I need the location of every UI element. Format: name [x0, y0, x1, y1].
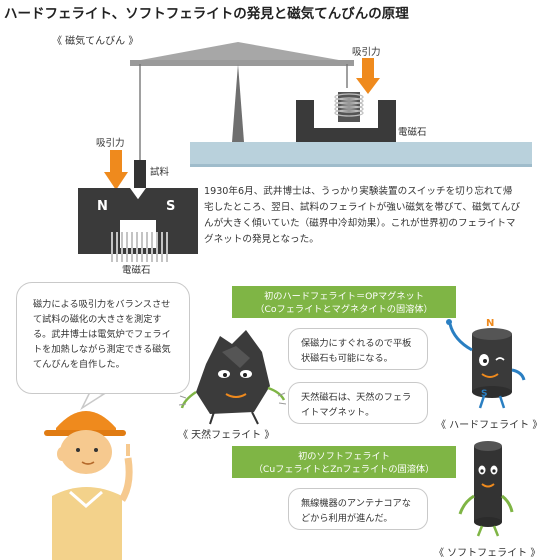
table-edge	[190, 164, 532, 167]
hard-ferrite-n-mark: N	[486, 318, 495, 329]
soft-ferrite-note-text: 無線機器のアンテナコアなどから利用が進んだ。	[301, 498, 411, 524]
natural-ferrite-caption: 《 天然フェライト 》	[178, 430, 275, 441]
natural-magnet-note: 天然磁石は、天然のフェライトマグネット。	[288, 382, 428, 424]
hard-ferrite-note-coercivity: 保磁力にすぐれるので平板状磁石も可能になる。	[288, 328, 428, 370]
soft-ferrite-banner: 初のソフトフェライト （CuフェライトとZnフェライトの固溶体）	[232, 446, 456, 478]
balance-pillar	[232, 64, 244, 142]
balance-beam	[130, 42, 350, 62]
sample-block	[134, 160, 146, 188]
natural-magnet-note-text: 天然磁石は、天然のフェライトマグネット。	[301, 392, 412, 418]
natural-ferrite-character	[178, 330, 287, 425]
right-attraction-label: 吸引力	[352, 47, 381, 58]
hard-ferrite-note-coercivity-text: 保磁力にすぐれるので平板状磁石も可能になる。	[301, 338, 412, 364]
speech-bubble: 磁力による吸引力をバランスさせて試料の磁化の大きさを測定する。武井博士は電気炉で…	[16, 282, 190, 394]
hard-ferrite-banner-line1: 初のハードフェライト＝OPマグネット	[264, 291, 424, 302]
discovery-narrative: 1930年6月、武井博士は、うっかり実験装置のスイッチを切り忘れて帰宅したところ…	[204, 186, 521, 245]
balance-beam-bar	[130, 60, 354, 66]
left-electromagnet	[78, 188, 198, 262]
hard-ferrite-caption: 《 ハードフェライト 》	[436, 420, 540, 431]
speech-bubble-text: 磁力による吸引力をバランスさせて試料の磁化の大きさを測定する。武井博士は電気炉で…	[33, 299, 171, 370]
right-electromagnet-label: 電磁石	[398, 127, 427, 138]
hard-ferrite-banner: 初のハードフェライト＝OPマグネット （Coフェライトとマグネタイトの固溶体）	[232, 286, 456, 318]
page-title: ハードフェライト、ソフトフェライトの発見と磁気てんびんの原理	[4, 6, 409, 22]
scientist-character	[44, 411, 133, 560]
sample-label: 試料	[150, 167, 170, 178]
soft-ferrite-banner-line2: （CuフェライトとZnフェライトの固溶体）	[253, 464, 435, 475]
pole-s-label: S	[166, 199, 176, 214]
soft-ferrite-note: 無線機器のアンテナコアなどから利用が進んだ。	[288, 488, 428, 530]
right-electromagnet	[296, 92, 396, 142]
hard-ferrite-banner-line2: （Coフェライトとマグネタイトの固溶体）	[255, 304, 433, 315]
balance-section-label: 《 磁気てんびん 》	[52, 36, 139, 47]
soft-ferrite-character	[458, 441, 514, 537]
soft-ferrite-banner-line1: 初のソフトフェライト	[298, 451, 390, 462]
speech-bubble-tail	[80, 391, 107, 411]
soft-ferrite-caption: 《 ソフトフェライト 》	[434, 548, 540, 559]
table-top	[190, 142, 532, 166]
hard-ferrite-s-mark: S	[481, 389, 488, 399]
left-attraction-arrow	[104, 150, 128, 190]
hard-ferrite-character	[446, 319, 526, 409]
pole-n-label: N	[97, 199, 108, 214]
left-attraction-label: 吸引力	[96, 138, 125, 149]
left-electromagnet-label: 電磁石	[122, 265, 151, 276]
right-attraction-arrow	[356, 58, 380, 94]
